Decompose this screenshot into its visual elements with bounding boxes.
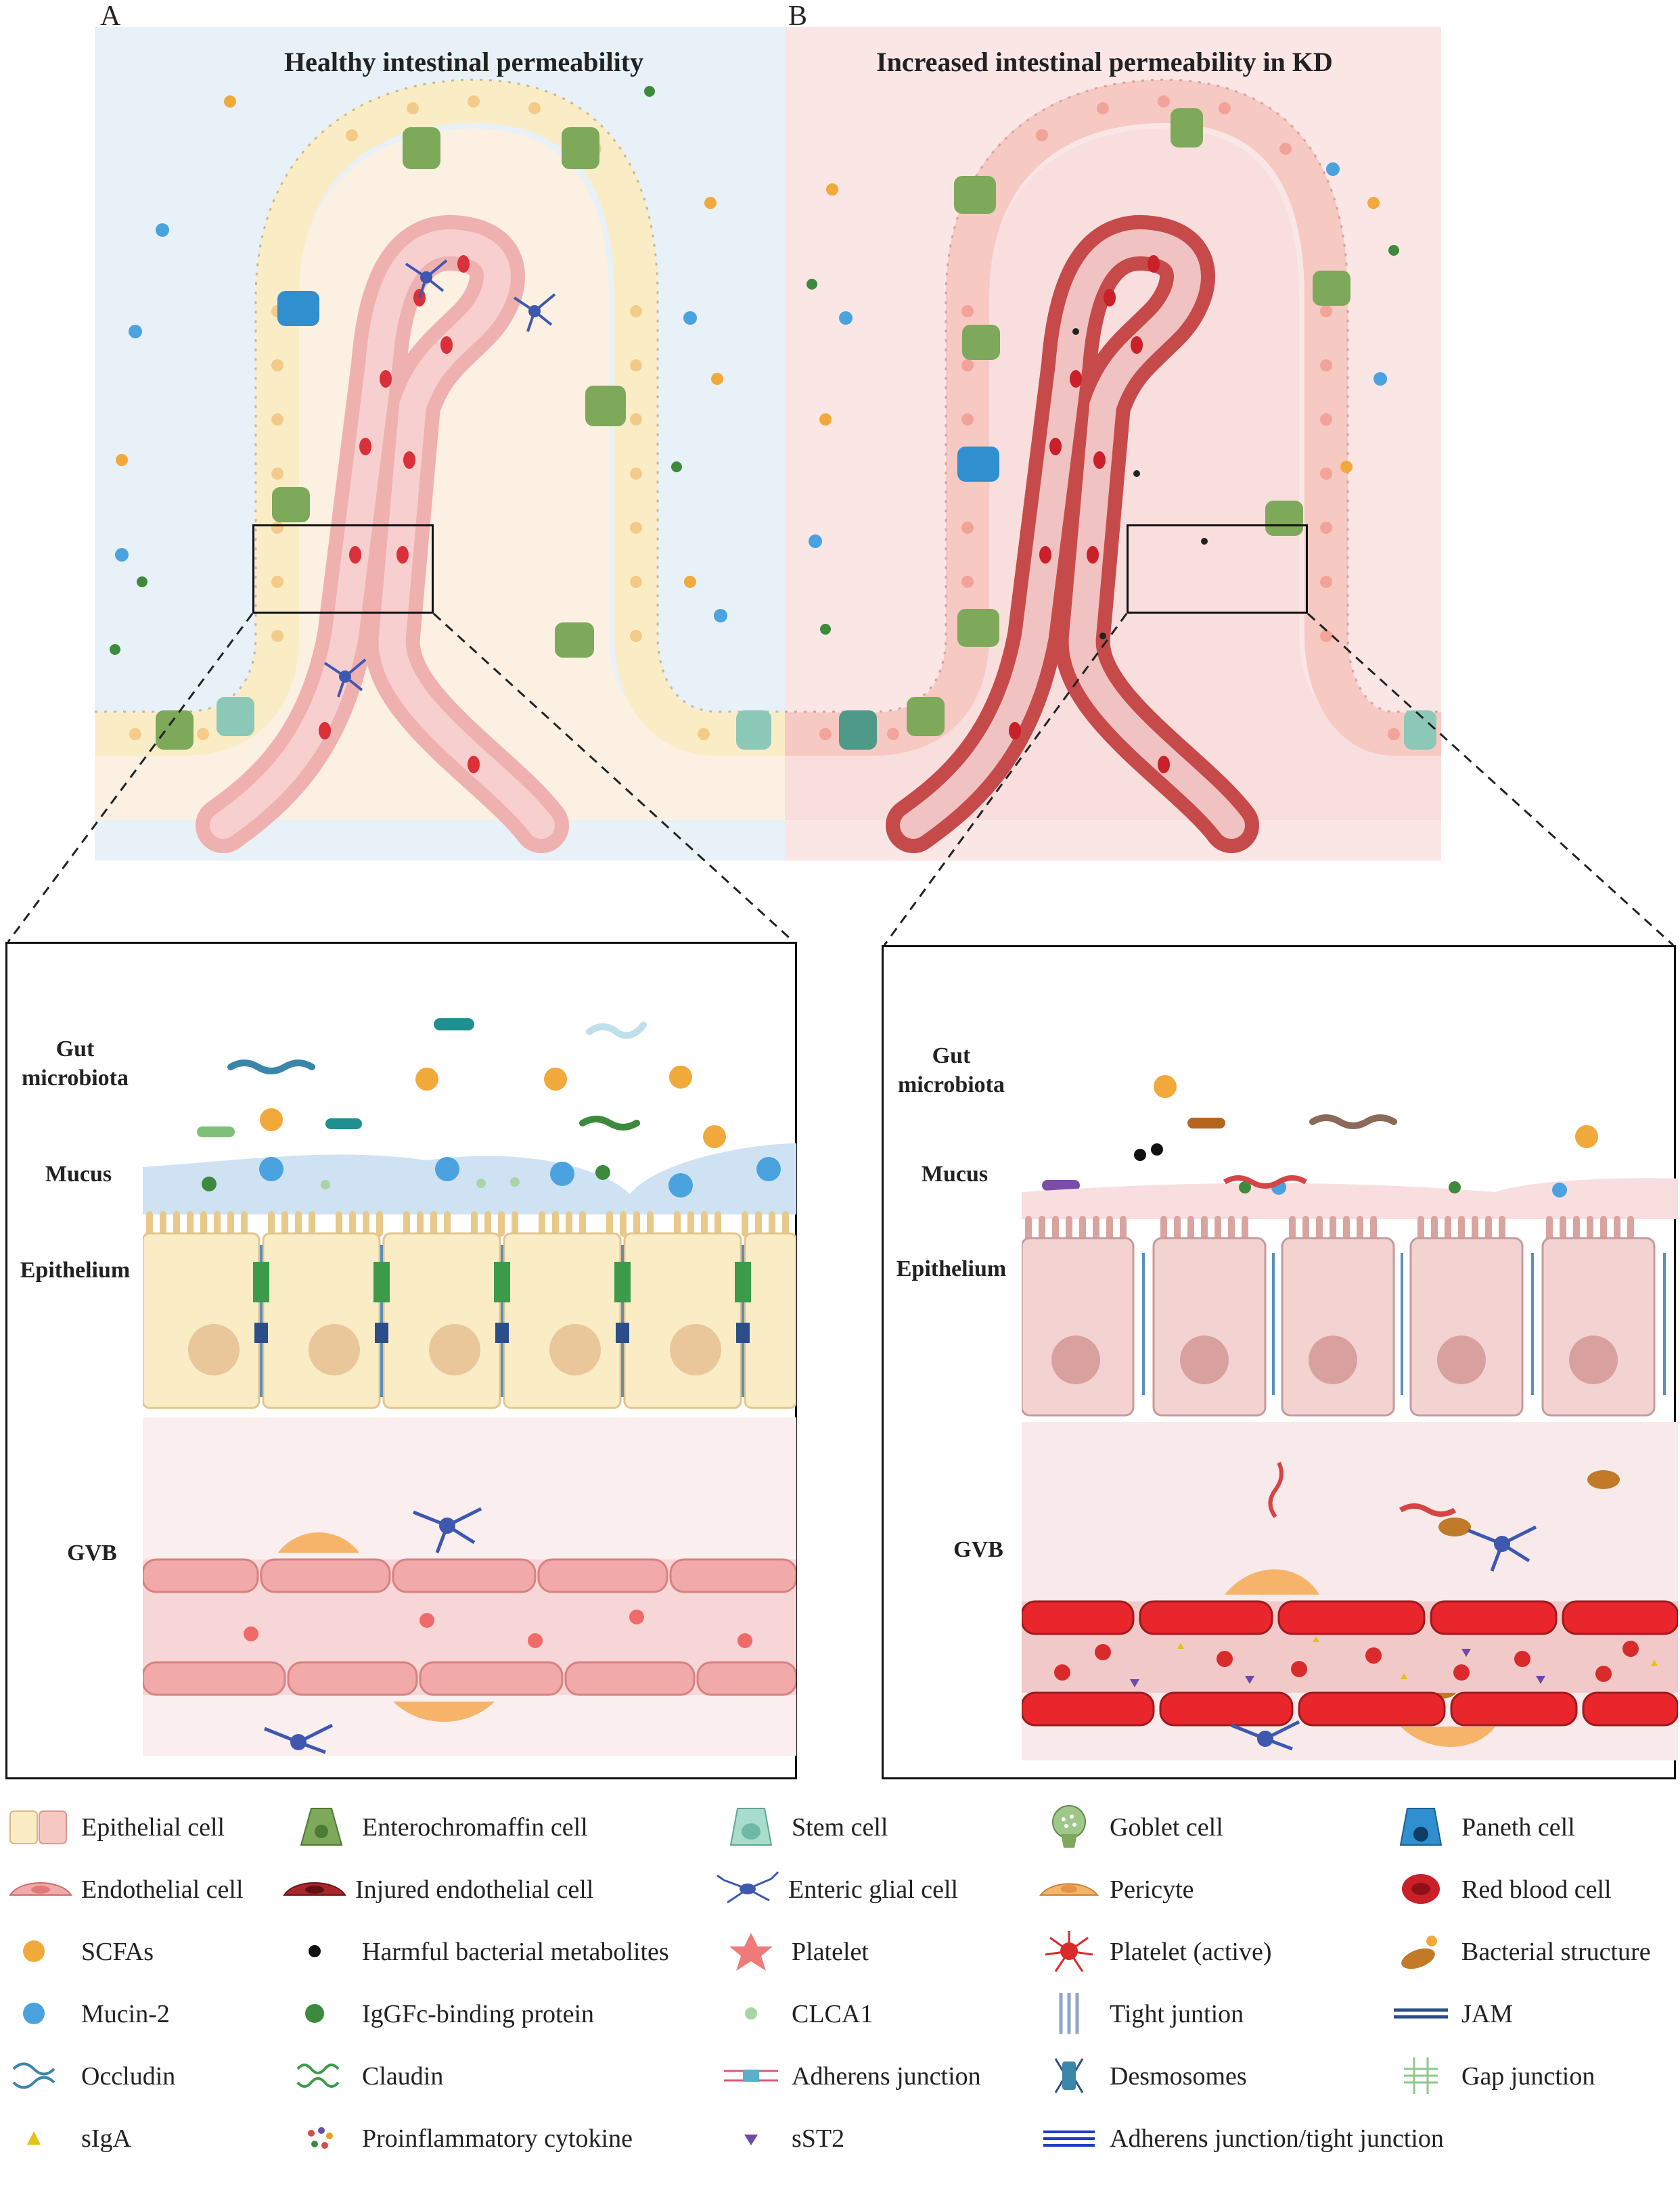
sst2-icon: [744, 2135, 758, 2145]
zoom-a-label-gvb: GVB: [67, 1541, 117, 1566]
bacterial-structure-icon: [1401, 1936, 1437, 1969]
panel-b-title: Increased intestinal permeability in KD: [876, 47, 1333, 77]
panel-a: Healthy intestinal permeability: [95, 27, 785, 861]
gap-junction-icon: [1404, 2057, 1438, 2094]
enterochromaffin-cell-icon: [300, 1808, 343, 1846]
cytokine-icon: [308, 2127, 333, 2149]
tight-junction-icon: [1059, 1993, 1079, 2034]
zoom-b-illustration: [1022, 1075, 1678, 1760]
occludin-icon: [12, 2062, 55, 2089]
stem-cell-icon: [729, 1808, 773, 1846]
zoom-connector-lines: [7, 612, 1675, 947]
pericyte-icon: [1039, 1883, 1099, 1896]
goblet-cell-icon: [1052, 1805, 1086, 1848]
zoom-panel-b: Gut microbiota Mucus Epithelium GVB: [882, 945, 1678, 1779]
panel-b: Increased intestinal permeability in KD: [785, 27, 1441, 861]
mucin-dot-icon: [23, 2003, 45, 2024]
desmosome-icon: [1054, 2058, 1084, 2093]
active-platelet-icon: [1045, 1931, 1093, 1972]
igg-dot-icon: [305, 2004, 324, 2023]
scfa-dot-icon: [23, 1940, 45, 1962]
adherens-tight-junction-icon: [1043, 2130, 1095, 2147]
panel-a-villus-illustration: [95, 78, 785, 853]
clca1-dot-icon: [745, 2007, 757, 2020]
zoom-a-label-mucus: Mucus: [45, 1162, 112, 1187]
zoom-b-label-epithelium: Epithelium: [896, 1256, 1007, 1281]
panel-a-title: Healthy intestinal permeability: [284, 47, 644, 77]
legend: Epithelial cell Enterochromaffin cell St…: [0, 1803, 1680, 2188]
claudin-icon: [296, 2064, 340, 2088]
red-blood-cell-icon: [1402, 1874, 1440, 1904]
zoom-a-label-gut-microbiota: Gut microbiota: [21, 1036, 129, 1091]
enteric-glial-cell-icon: [717, 1871, 779, 1904]
adherens-junction-icon: [724, 2070, 778, 2082]
zoom-panel-a: Gut microbiota Mucus Epithelium GVB: [5, 942, 797, 1779]
harmful-metabolite-dot-icon: [309, 1945, 321, 1957]
endothelial-cell-icon: [9, 1882, 72, 1896]
platelet-icon: [729, 1933, 773, 1971]
panel-b-letter: B: [788, 1, 808, 32]
zoom-a-label-epithelium: Epithelium: [20, 1258, 131, 1283]
siga-icon: [27, 2131, 41, 2145]
zoom-a-illustration: [143, 1018, 796, 1756]
paneth-cell-icon: [1399, 1808, 1443, 1846]
epithelial-cell-icon: [9, 1810, 67, 1844]
zoom-b-label-gut-microbiota: Gut microbiota: [897, 1043, 1005, 1097]
injured-endothelial-cell-icon: [283, 1882, 346, 1896]
panel-b-zoom-region: [1127, 524, 1308, 614]
jam-icon: [1394, 2008, 1448, 2019]
zoom-b-label-gvb: GVB: [953, 1537, 1003, 1562]
panel-a-letter: A: [100, 1, 121, 32]
zoom-b-label-mucus: Mucus: [921, 1162, 989, 1187]
panel-b-villus-illustration: [785, 78, 1441, 853]
panel-a-zoom-region: [252, 524, 434, 614]
